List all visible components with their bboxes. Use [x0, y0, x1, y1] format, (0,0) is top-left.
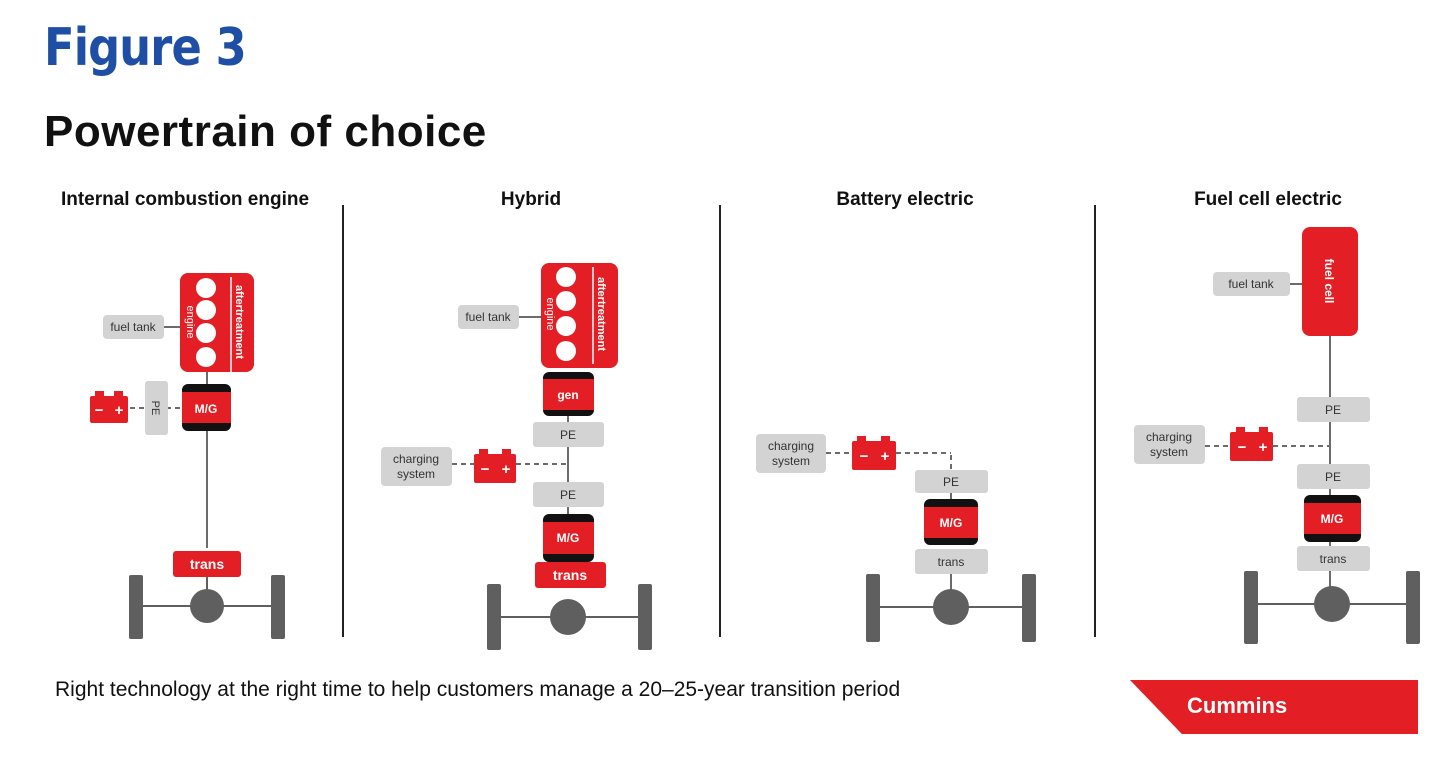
svg-text:+: +: [1259, 439, 1268, 456]
motor-generator-box: M/G: [182, 384, 231, 431]
pe-box-top: PE: [1297, 397, 1370, 422]
caption: Right technology at the right time to he…: [55, 678, 901, 701]
aftertreatment-label: aftertreatment: [233, 285, 245, 359]
pe-box-top: PE: [533, 422, 604, 447]
svg-text:charging: charging: [768, 439, 814, 453]
pe-box: PE: [915, 470, 988, 493]
motor-generator-box: M/G: [924, 499, 978, 545]
svg-text:+: +: [502, 461, 511, 478]
transmission-box: trans: [1297, 546, 1370, 571]
svg-text:−: −: [1238, 439, 1247, 456]
battery-icon: − +: [474, 449, 516, 483]
svg-text:aftertreatment: aftertreatment: [595, 277, 607, 351]
axle-wheels: [1244, 571, 1420, 644]
fuel-cell-block: fuel cell: [1302, 227, 1358, 336]
transmission-box: trans: [915, 549, 988, 574]
charging-system-box: charging system: [381, 447, 452, 486]
fuel-tank-label: fuel tank: [110, 320, 156, 334]
ice-diagram: fuel tank engine aftertreatment PE − + M: [90, 273, 285, 639]
svg-text:−: −: [481, 461, 490, 478]
transmission-box: trans: [173, 551, 241, 577]
charging-system-box: charging system: [1134, 425, 1205, 464]
svg-text:engine: engine: [544, 297, 556, 330]
svg-text:+: +: [881, 448, 890, 465]
svg-text:system: system: [772, 454, 810, 468]
battery-icon: − +: [1230, 427, 1273, 461]
engine-label: engine: [184, 305, 196, 338]
pe-box-bottom: PE: [1297, 464, 1370, 489]
axle-wheels: [129, 575, 285, 639]
svg-text:fuel tank: fuel tank: [465, 310, 511, 324]
svg-text:fuel tank: fuel tank: [1228, 277, 1274, 291]
fuel-cell-electric-diagram: fuel tank fuel cell PE charging system −…: [1134, 227, 1420, 644]
battery-icon: − +: [852, 436, 896, 470]
heading-battery-electric: Battery electric: [836, 189, 974, 210]
svg-text:trans: trans: [1320, 552, 1347, 566]
svg-text:PE: PE: [560, 488, 576, 502]
svg-text:PE: PE: [943, 475, 959, 489]
column-divider: [342, 205, 344, 637]
svg-text:trans: trans: [938, 555, 965, 569]
battery-electric-diagram: charging system − + PE M/G trans: [756, 434, 1036, 642]
axle-wheels: [866, 574, 1036, 642]
slide-title: Powertrain of choice: [44, 107, 487, 156]
svg-text:M/G: M/G: [1321, 512, 1344, 526]
pe-box: PE: [145, 381, 168, 435]
mg-label: M/G: [195, 402, 218, 416]
heading-ice: Internal combustion engine: [60, 189, 310, 210]
trans-label: trans: [190, 556, 224, 572]
column-divider: [719, 205, 721, 637]
fuel-tank-box: fuel tank: [103, 315, 164, 339]
hybrid-diagram: fuel tank engine aftertreatment gen PE c…: [381, 263, 652, 650]
battery-icon: − +: [90, 391, 128, 423]
svg-text:gen: gen: [557, 388, 578, 402]
transmission-box: trans: [535, 562, 606, 588]
pe-box-bottom: PE: [533, 482, 604, 507]
svg-text:PE: PE: [560, 428, 576, 442]
pe-label: PE: [149, 401, 161, 416]
svg-text:M/G: M/G: [557, 531, 580, 545]
charging-system-box: charging system: [756, 434, 826, 473]
fuel-tank-box: fuel tank: [1213, 272, 1290, 296]
column-divider: [1094, 205, 1096, 637]
cummins-logo: Cummins: [1187, 693, 1288, 718]
fuel-tank-box: fuel tank: [458, 305, 519, 329]
svg-text:−: −: [95, 402, 104, 419]
svg-text:charging: charging: [393, 452, 439, 466]
logo-banner: [1130, 680, 1418, 734]
generator-box: gen: [543, 372, 594, 416]
svg-text:M/G: M/G: [940, 516, 963, 530]
motor-generator-box: M/G: [543, 514, 594, 562]
svg-text:+: +: [115, 402, 124, 419]
engine-block: engine aftertreatment: [180, 273, 254, 398]
svg-text:−: −: [860, 448, 869, 465]
motor-generator-box: M/G: [1304, 495, 1361, 542]
svg-text:fuel cell: fuel cell: [1322, 259, 1336, 304]
svg-text:PE: PE: [1325, 403, 1341, 417]
heading-hybrid: Hybrid: [500, 189, 562, 210]
figure-label: Figure 3: [44, 18, 247, 78]
engine-block: engine aftertreatment: [541, 263, 618, 368]
axle-wheels: [487, 584, 652, 650]
svg-text:charging: charging: [1146, 430, 1192, 444]
svg-text:trans: trans: [553, 567, 587, 583]
svg-text:PE: PE: [1325, 470, 1341, 484]
heading-fuel-cell-electric: Fuel cell electric: [1194, 189, 1342, 210]
svg-text:system: system: [397, 467, 435, 481]
svg-text:system: system: [1150, 445, 1188, 459]
